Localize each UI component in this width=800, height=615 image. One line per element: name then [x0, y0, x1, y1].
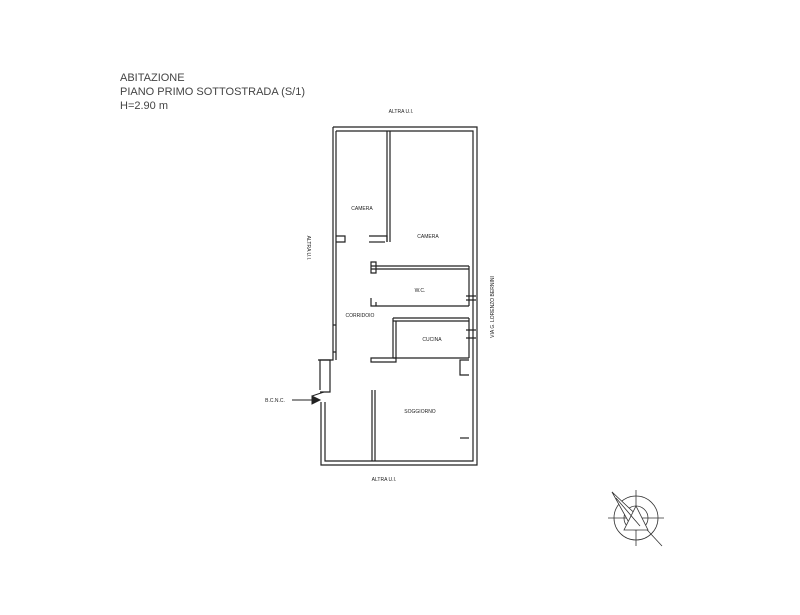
- room-cucina: CUCINA: [422, 337, 442, 343]
- plan-floor: PIANO PRIMO SOTTOSTRADA (S/1): [120, 86, 305, 98]
- label-right-street: VIA G. LORENZO BERNINI: [490, 276, 496, 338]
- label-bottom-boundary: ALTRA U.I.: [372, 477, 397, 483]
- room-camera-large: CAMERA: [417, 234, 439, 240]
- entrance-arrow-icon: [292, 391, 325, 405]
- label-left-boundary: ALTRA U.I.: [305, 236, 311, 261]
- room-camera-small: CAMERA: [351, 206, 373, 212]
- label-top-boundary: ALTRA U.I.: [389, 109, 414, 115]
- north-arrow-icon: [608, 490, 664, 547]
- room-wc: W.C.: [415, 288, 426, 294]
- plan-title: ABITAZIONE: [120, 72, 185, 84]
- room-soggiorno: SOGGIORNO: [404, 409, 436, 415]
- label-entrance: B.C.N.C.: [265, 398, 285, 404]
- room-corridoio: CORRIDOIO: [346, 313, 375, 319]
- plan-height: H=2.90 m: [120, 100, 168, 112]
- walls: [318, 126, 478, 466]
- plan-title-block: ABITAZIONE PIANO PRIMO SOTTOSTRADA (S/1)…: [120, 71, 305, 113]
